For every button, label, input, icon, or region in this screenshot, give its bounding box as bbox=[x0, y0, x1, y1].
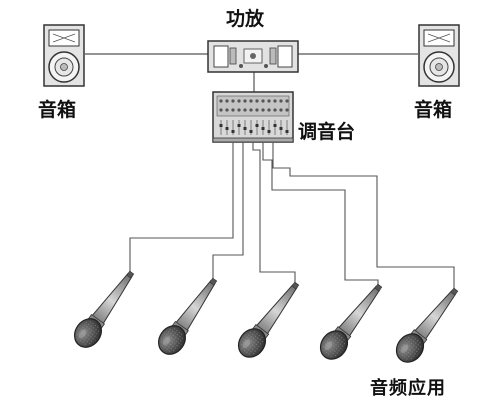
microphone bbox=[395, 287, 459, 363]
microphone bbox=[158, 277, 218, 355]
mic-cable bbox=[212, 142, 244, 282]
speaker-left bbox=[43, 24, 85, 87]
microphone bbox=[319, 283, 383, 360]
microphone bbox=[73, 270, 135, 348]
caption-label: 音频应用 bbox=[370, 378, 446, 399]
mic-cable bbox=[272, 142, 455, 292]
mic-cable bbox=[252, 142, 296, 286]
amplifier bbox=[207, 40, 299, 73]
mixer bbox=[212, 91, 294, 143]
mixer-label: 调音台 bbox=[298, 121, 356, 143]
mic-cable bbox=[262, 142, 379, 288]
speaker-left-label: 音箱 bbox=[38, 99, 77, 121]
mic-cable bbox=[129, 142, 234, 275]
speaker-right bbox=[418, 24, 460, 87]
mic-cables bbox=[129, 142, 455, 292]
microphone bbox=[237, 281, 300, 358]
microphones bbox=[73, 270, 459, 363]
speaker-right-label: 音箱 bbox=[414, 99, 453, 121]
amplifier-label: 功放 bbox=[226, 8, 265, 30]
